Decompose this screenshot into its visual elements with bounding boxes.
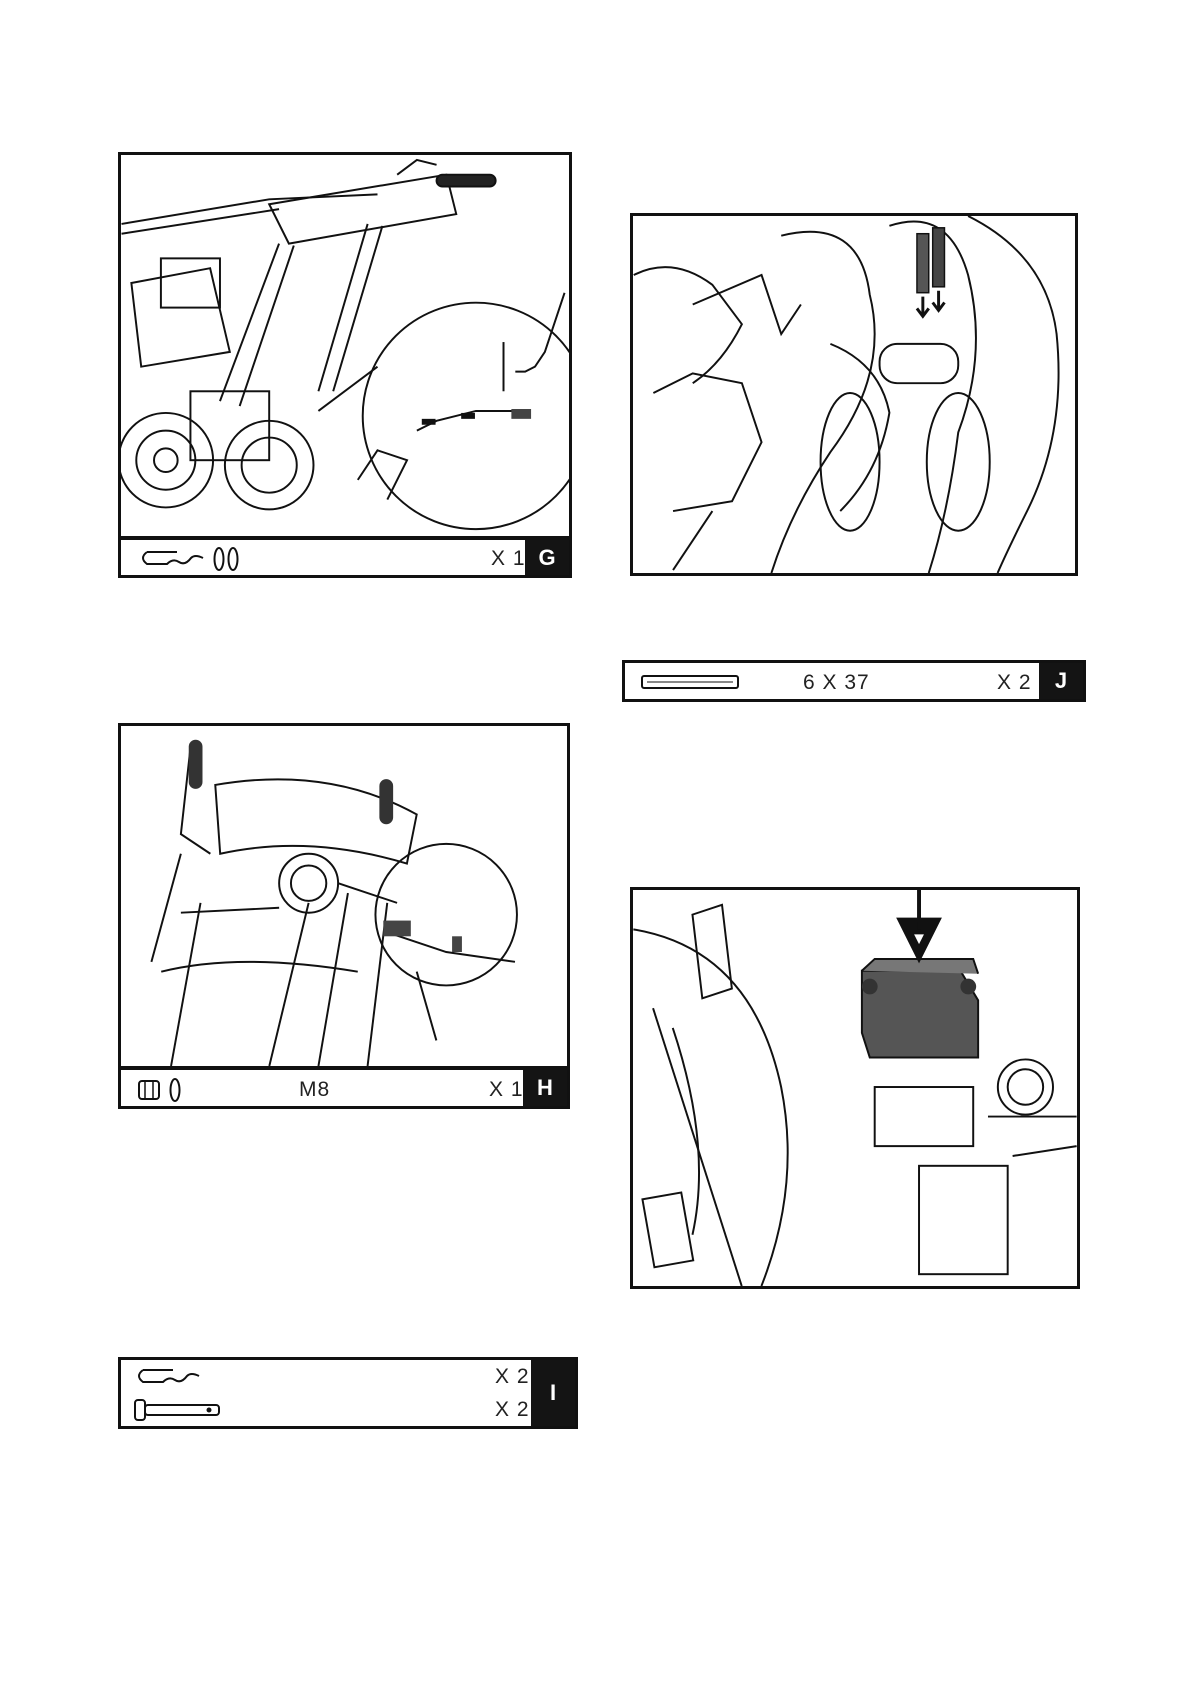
quantity-label: X 1 (491, 547, 526, 571)
control-panel-diagram (121, 726, 567, 1066)
shear-pin-icon (641, 674, 741, 690)
size-label: 6 X 37 (803, 671, 870, 695)
figure-j-illustration (630, 213, 1078, 576)
auger-shaft-diagram (633, 216, 1075, 573)
washer-icon (169, 1077, 181, 1103)
parts-bar-i: X 2 X 2 I (118, 1357, 578, 1429)
parts-row: 6 X 37 X 2 (625, 663, 1039, 699)
figure-letter: J (1039, 663, 1083, 699)
figure-letter: G (525, 540, 569, 575)
hairpin-clip-icon (137, 548, 207, 570)
parts-bar-j: 6 X 37 X 2 J (622, 660, 1086, 702)
quantity-label: X 1 (489, 1078, 524, 1102)
parts-row: X 1 (121, 540, 525, 575)
figure-letter: H (523, 1070, 567, 1106)
figure-letter: I (531, 1360, 575, 1426)
size-label: M8 (299, 1078, 330, 1102)
quantity-label: X 2 (997, 671, 1032, 695)
hairpin-clip-icon (133, 1366, 203, 1388)
snowblower-handle-diagram (121, 155, 569, 536)
parts-list: X 2 X 2 (121, 1360, 531, 1426)
parts-bar-h: M8 X 1 H (118, 1067, 570, 1109)
figure-g-illustration (118, 152, 572, 539)
hex-nut-icon (137, 1078, 161, 1102)
clevis-pin-icon (133, 1398, 223, 1422)
quantity-label: X 2 (495, 1365, 530, 1389)
washer-icon (227, 546, 239, 572)
parts-row: M8 X 1 (121, 1070, 523, 1106)
washer-icon (213, 546, 225, 572)
battery-cover-diagram (633, 890, 1077, 1286)
figure-h-illustration (118, 723, 570, 1069)
battery-cover-illustration (630, 887, 1080, 1289)
quantity-label: X 2 (495, 1398, 530, 1422)
parts-bar-g: X 1 G (118, 537, 572, 578)
